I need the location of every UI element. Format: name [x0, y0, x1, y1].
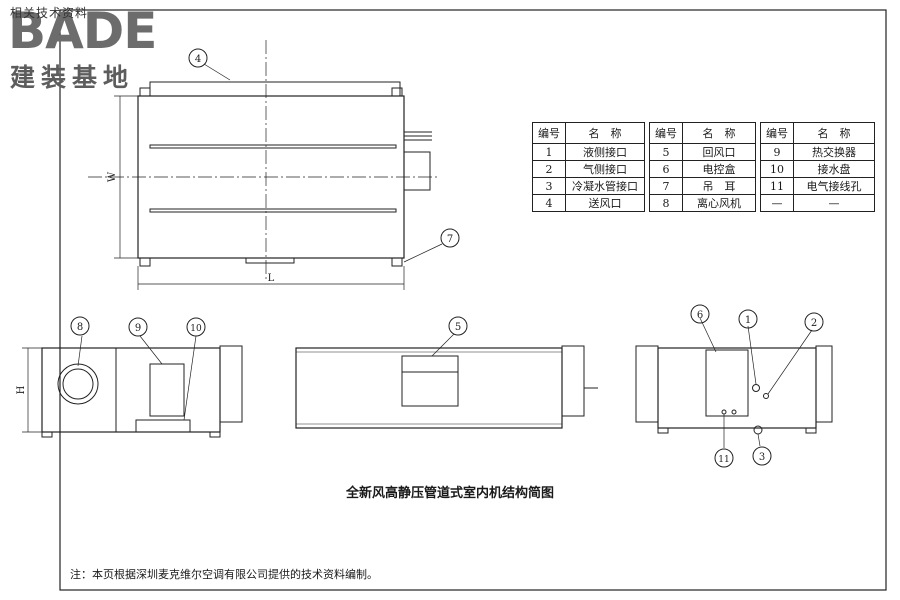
callout-4	[188, 48, 208, 68]
legend-num: 5	[649, 143, 683, 161]
parts-legend-table: 编号 名 称 编号 名 称 编号 名 称 1 液侧接口 5 回风口 9 热交换器…	[532, 122, 875, 212]
legend-header-row: 编号 名 称 编号 名 称 编号 名 称	[532, 122, 875, 144]
table-row: 1 液侧接口 5 回风口 9 热交换器	[532, 143, 875, 161]
table-row: 3 冷凝水管接口 7 吊 耳 11 电气接线孔	[532, 177, 875, 195]
legend-num: 2	[532, 160, 566, 178]
dimension-l: L	[268, 273, 275, 284]
logo-top-text: 相关技术资料	[10, 6, 89, 20]
legend-num: 8	[649, 194, 683, 212]
legend-num: 1	[532, 143, 566, 161]
legend-name: 吊 耳	[682, 177, 756, 195]
bade-logo: BADE 相关技术资料 建装基地	[8, 2, 178, 92]
legend-header-name: 名 称	[565, 122, 645, 144]
callout-label-11: 11	[718, 455, 729, 465]
callout-label-4: 4	[195, 54, 201, 65]
legend-header-num: 编号	[532, 122, 566, 144]
legend-num: 4	[532, 194, 566, 212]
callout-label-2: 2	[811, 318, 817, 329]
callout-11	[714, 448, 734, 468]
legend-name: 接水盘	[793, 160, 875, 178]
legend-name: 热交换器	[793, 143, 875, 161]
legend-num: 9	[760, 143, 794, 161]
callout-7	[440, 228, 460, 248]
callout-1	[738, 309, 758, 329]
callout-2	[804, 312, 824, 332]
legend-header-num: 编号	[760, 122, 794, 144]
callout-label-3: 3	[759, 452, 765, 463]
logo-cn-name: 建装基地	[10, 63, 135, 92]
legend-name: 电控盒	[682, 160, 756, 178]
legend-num: 6	[649, 160, 683, 178]
legend-name: 冷凝水管接口	[565, 177, 645, 195]
legend-name: —	[793, 194, 875, 212]
table-row: 2 气侧接口 6 电控盒 10 接水盘	[532, 160, 875, 178]
legend-name: 电气接线孔	[793, 177, 875, 195]
legend-num: 7	[649, 177, 683, 195]
logo-brand: BADE	[8, 2, 157, 60]
callout-label-1: 1	[745, 315, 751, 326]
legend-name: 送风口	[565, 194, 645, 212]
legend-name: 离心风机	[682, 194, 756, 212]
footnote: 注：本页根据深圳麦克维尔空调有限公司提供的技术资料编制。	[70, 568, 378, 581]
callout-3	[752, 446, 772, 466]
drawing-border	[59, 9, 887, 591]
legend-header-name: 名 称	[793, 122, 875, 144]
table-row: 4 送风口 8 离心风机 — —	[532, 194, 875, 212]
legend-num: 3	[532, 177, 566, 195]
diagram-caption: 全新风高静压管道式室内机结构简图	[345, 486, 554, 501]
right-side-view	[635, 317, 833, 448]
callout-label-8: 8	[77, 322, 83, 333]
legend-num: —	[760, 194, 794, 212]
callout-10	[186, 317, 206, 337]
callout-5	[448, 316, 468, 336]
legend-name: 气侧接口	[565, 160, 645, 178]
legend-header-num: 编号	[649, 122, 683, 144]
front-view	[295, 333, 598, 429]
legend-num: 10	[760, 160, 794, 178]
callout-6	[690, 304, 710, 324]
legend-header-name: 名 称	[682, 122, 756, 144]
callout-label-10: 10	[190, 324, 202, 334]
legend-num: 11	[760, 177, 794, 195]
callout-label-9: 9	[135, 323, 141, 334]
left-side-view	[22, 335, 243, 438]
legend-name: 回风口	[682, 143, 756, 161]
callout-label-6: 6	[697, 310, 703, 321]
callout-label-5: 5	[455, 322, 461, 333]
callout-8	[70, 316, 90, 336]
dimension-h: H	[16, 385, 27, 394]
legend-name: 液侧接口	[565, 143, 645, 161]
callout-label-7: 7	[447, 234, 453, 245]
top-view	[88, 40, 443, 290]
callout-9	[128, 317, 148, 337]
dimension-w: W	[107, 171, 118, 182]
